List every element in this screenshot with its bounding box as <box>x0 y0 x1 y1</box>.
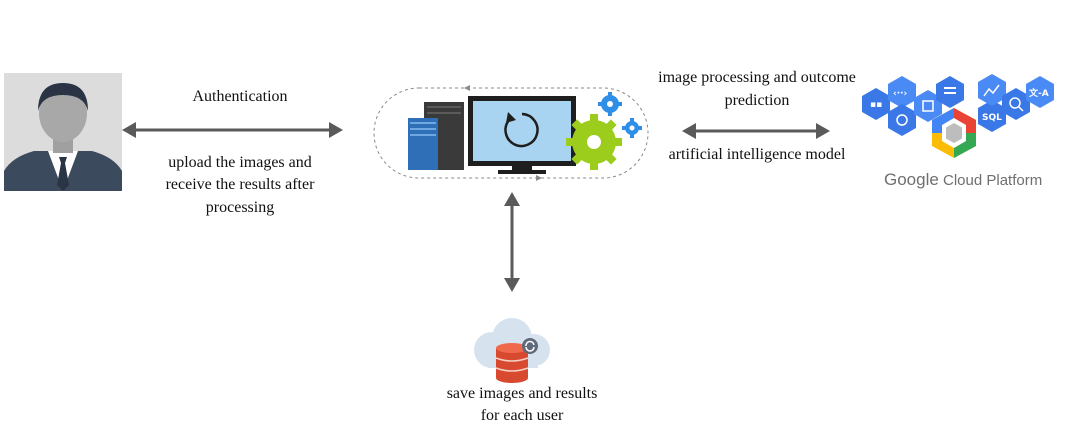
svg-text:文-A: 文-A <box>1028 87 1049 99</box>
user-avatar-icon <box>4 73 122 191</box>
ai-model-arrow <box>682 123 830 139</box>
storage-arrow <box>504 192 520 292</box>
save-label-line-1: save images and results <box>446 385 598 402</box>
upload-label-line-1: upload the images and <box>168 154 312 171</box>
save-label-line-2: for each user <box>480 407 564 424</box>
gcp-brand-text: Google Cloud Platform <box>884 170 1042 190</box>
processing-label-line-1: image processing and outcome <box>658 69 856 86</box>
svg-text:SQL: SQL <box>982 113 1002 123</box>
upload-label-line-3: processing <box>205 199 275 216</box>
cloud-database-icon <box>474 318 550 383</box>
svg-text:‹··›: ‹··› <box>893 89 908 99</box>
gcp-brand-google: Google <box>884 170 939 189</box>
gcp-brand-rest: Cloud Platform <box>943 172 1043 189</box>
computer-server-icon <box>373 85 649 181</box>
authentication-label: Authentication <box>192 88 288 105</box>
ai-model-label: artificial intelligence model <box>668 146 846 163</box>
processing-label-line-2: prediction <box>724 92 790 109</box>
auth-arrow <box>122 122 343 138</box>
upload-label-line-2: receive the results after <box>165 176 315 193</box>
svg-text:▪▪: ▪▪ <box>870 100 882 110</box>
google-cloud-platform-logo: ▪▪ ‹··› SQL 文-A <box>862 74 1054 158</box>
